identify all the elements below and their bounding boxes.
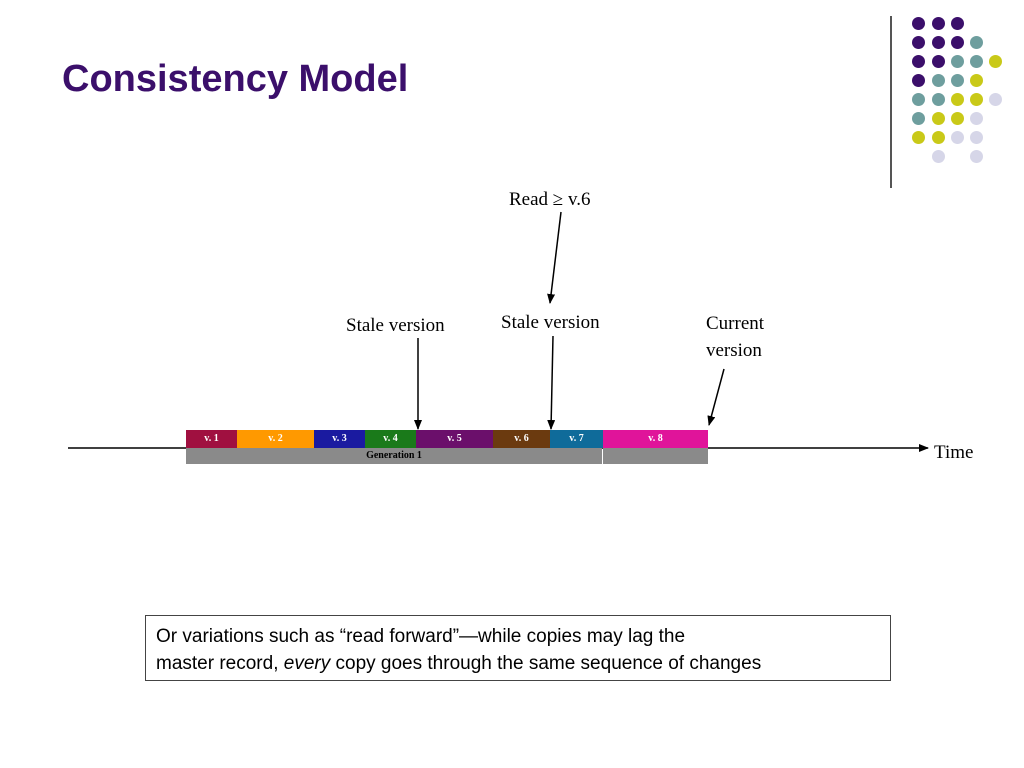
decorative-dot [970, 131, 983, 144]
version-segment-v5: v. 5 [416, 430, 493, 448]
version-segment-v6: v. 6 [493, 430, 550, 448]
version-segment-v7: v. 7 [550, 430, 603, 448]
version-segment-v1: v. 1 [186, 430, 237, 448]
decorative-dot [951, 55, 964, 68]
version-segment-v4: v. 4 [365, 430, 416, 448]
decorative-dot [970, 55, 983, 68]
current-version-line-1: Current [706, 313, 765, 334]
decorative-dot [951, 93, 964, 106]
current-arrow [707, 368, 725, 426]
generation-bar: Generation 1 [186, 448, 602, 464]
current-version-line-2: version [706, 340, 762, 361]
read-arrow [547, 211, 562, 304]
decorative-dot [912, 93, 925, 106]
decorative-dot [932, 131, 945, 144]
decorative-dot [932, 17, 945, 30]
decorative-dot [970, 36, 983, 49]
decorative-dot [989, 93, 1002, 106]
decorative-dot [951, 112, 964, 125]
version-segment-v3: v. 3 [314, 430, 365, 448]
decorative-dot [970, 93, 983, 106]
decorative-dot [932, 55, 945, 68]
version-segment-v8: v. 8 [603, 430, 708, 448]
time-axis-label: Time [934, 442, 974, 463]
decorative-dot [912, 112, 925, 125]
decorative-dot [970, 74, 983, 87]
current-version-label: Current version [706, 310, 764, 364]
decorative-dot [912, 55, 925, 68]
decorative-dot [951, 131, 964, 144]
stale-version-label-1: Stale version [346, 315, 445, 336]
decorative-dot [951, 74, 964, 87]
note-line-2-start: master record, [156, 653, 284, 674]
decorative-dot [932, 93, 945, 106]
note-line-2: master record, every copy goes through t… [156, 650, 880, 677]
decorative-divider [890, 16, 892, 188]
decorative-dot [970, 112, 983, 125]
decorative-dot [912, 36, 925, 49]
decorative-dot [932, 112, 945, 125]
decorative-dot [951, 36, 964, 49]
decorative-dot [951, 17, 964, 30]
note-line-2-end: copy goes through the same sequence of c… [330, 653, 762, 674]
version-segment-v2: v. 2 [237, 430, 314, 448]
generation-bar-extension [603, 448, 708, 464]
decorative-dot [912, 131, 925, 144]
decorative-dot [912, 17, 925, 30]
decorative-dot [932, 150, 945, 163]
decorative-dot [912, 74, 925, 87]
decorative-dot [932, 36, 945, 49]
decorative-dot [932, 74, 945, 87]
stale-arrow-2 [547, 335, 556, 430]
decorative-dot [989, 55, 1002, 68]
note-line-1: Or variations such as “read forward”—whi… [156, 626, 686, 647]
slide-title: Consistency Model [62, 58, 409, 100]
decorative-dot [970, 150, 983, 163]
note-emphasis: every [283, 653, 331, 674]
note-box: Or variations such as “read forward”—whi… [145, 615, 891, 681]
stale-version-label-2: Stale version [501, 312, 600, 333]
read-label: Read ≥ v.6 [509, 189, 591, 210]
